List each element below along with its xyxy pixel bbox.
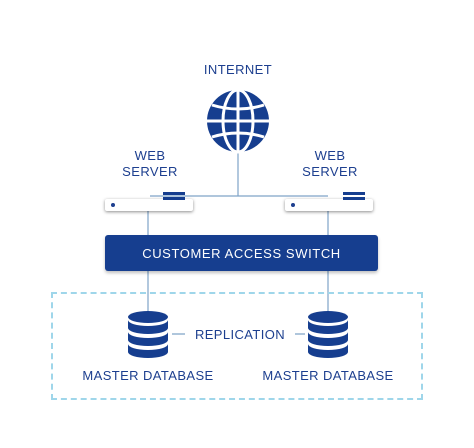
database-icon <box>128 311 168 358</box>
server-bars-icon <box>163 192 185 202</box>
switch-label: CUSTOMER ACCESS SWITCH <box>142 245 341 261</box>
web-server-right-label-line2: SERVER <box>302 164 358 179</box>
database-zone <box>51 292 423 400</box>
database-icon <box>308 311 348 358</box>
replication-label: REPLICATION <box>185 326 295 343</box>
master-database-left-label: MASTER DATABASE <box>82 368 214 383</box>
master-database-right-label: MASTER DATABASE <box>262 368 394 383</box>
web-server-left <box>105 192 193 211</box>
server-led-icon <box>291 203 295 207</box>
server-bars-icon <box>343 192 365 202</box>
web-server-right-label-line1: WEB <box>314 148 346 163</box>
server-led-icon <box>111 203 115 207</box>
customer-access-switch: CUSTOMER ACCESS SWITCH <box>105 235 378 271</box>
internet-label: INTERNET <box>203 62 273 77</box>
web-server-left-label-line2: SERVER <box>122 164 178 179</box>
globe-icon <box>207 88 269 154</box>
web-server-right <box>285 192 373 211</box>
web-server-left-label-line1: WEB <box>134 148 166 163</box>
